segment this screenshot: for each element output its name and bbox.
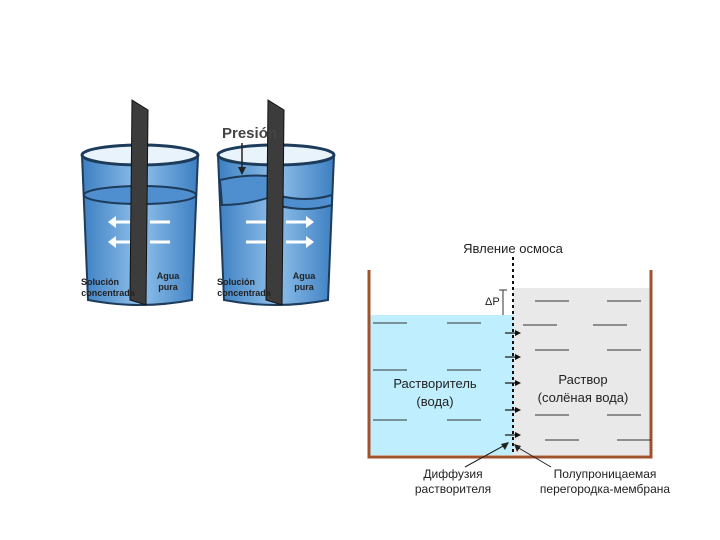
osmosis-title: Явление осмоса (463, 241, 563, 256)
water-label-left-2: pura (158, 282, 178, 292)
delta-p-label: ΔP (485, 296, 500, 308)
solution-label-right-2: concentrada (217, 288, 272, 298)
beaker-left: Solución concentrada Agua pura (80, 99, 200, 306)
solvent-label: Растворитель (393, 376, 477, 391)
membrane-left (129, 99, 149, 306)
beakers-illustration: Solución concentrada Agua pura Solución (70, 95, 340, 315)
arrows-right (246, 220, 306, 244)
water-label-right: Agua (293, 271, 316, 281)
solvent-label-2: (вода) (416, 394, 453, 409)
beaker-right: Solución concentrada Agua pura (216, 99, 336, 306)
pressure-label: Presión (222, 125, 277, 142)
tank-walls (367, 270, 653, 459)
membrane-label: Полупроницаемая (554, 467, 657, 481)
water-label-left: Agua (157, 271, 180, 281)
solution-dashes (523, 300, 651, 441)
solution-label-right: Solución (217, 277, 255, 287)
membrane-right (265, 99, 285, 306)
solution-label-left-2: concentrada (81, 288, 136, 298)
water-label-right-2: pura (294, 282, 314, 292)
diffusion-label: Диффузия (423, 467, 482, 481)
solution-label-2: (солёная вода) (538, 390, 629, 405)
diffusion-label-2: растворителя (415, 482, 491, 496)
solution-region (513, 288, 650, 455)
osmosis-svg: Явление осмоса ΔP (367, 241, 670, 496)
solution-label-left: Solución (81, 277, 119, 287)
osmosis-diagram: Явление осмоса ΔP (355, 235, 675, 500)
beakers-svg: Solución concentrada Agua pura Solución (80, 99, 336, 306)
solvent-region (369, 315, 513, 455)
solution-label: Раствор (558, 372, 607, 387)
membrane-label-2: перегородка-мембрана (540, 482, 670, 496)
solvent-dashes (373, 322, 481, 421)
